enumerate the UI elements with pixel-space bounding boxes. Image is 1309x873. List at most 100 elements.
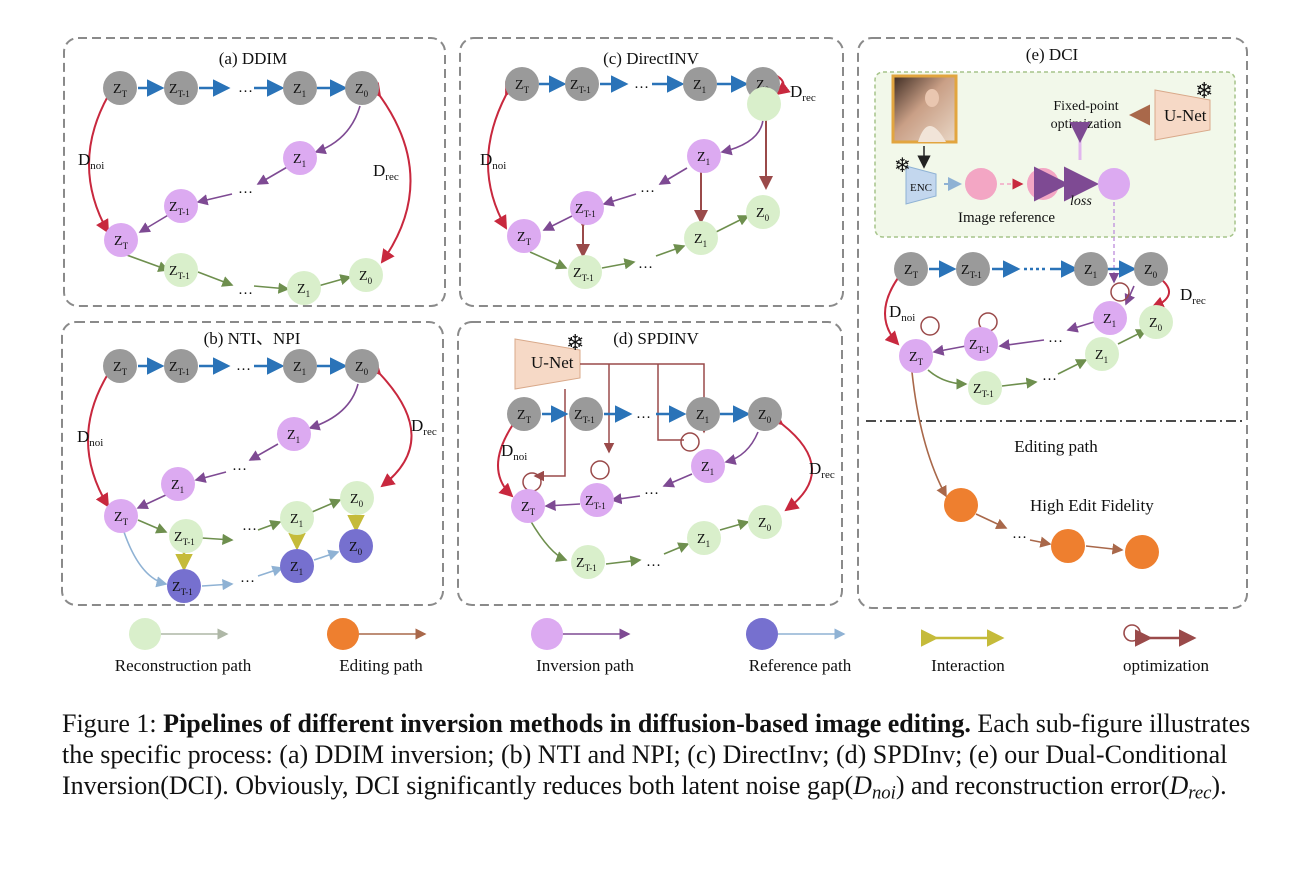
latent-node bbox=[345, 349, 379, 383]
encoder-snowflake-icon: ❄ bbox=[894, 155, 911, 177]
snowflake-icon: ❄ bbox=[566, 330, 584, 355]
panel-a-frame bbox=[63, 37, 446, 307]
svg-text:…: … bbox=[644, 482, 659, 498]
latent-node-label: ZT-1 bbox=[961, 263, 982, 280]
latent-node bbox=[899, 339, 933, 373]
latent-node bbox=[1051, 529, 1085, 563]
legend-label: Inversion path bbox=[536, 656, 634, 675]
latent-node bbox=[687, 521, 721, 555]
latent-node bbox=[1074, 252, 1108, 286]
legend-item: optimization bbox=[1123, 624, 1209, 675]
caption-bold: Pipelines of different inversion methods… bbox=[163, 709, 971, 738]
latent-node-label: Z1 bbox=[293, 152, 306, 169]
latent-node bbox=[104, 223, 138, 257]
svg-text:Drec: Drec bbox=[411, 416, 437, 438]
latent-node-label: Z1 bbox=[297, 282, 310, 299]
latent-node-label: ZT bbox=[113, 360, 128, 377]
unet-block-e bbox=[1154, 89, 1211, 141]
latent-node-label: Z0 bbox=[349, 540, 363, 557]
latent-node-label: ZT bbox=[909, 350, 924, 367]
latent-node-label: ZT-1 bbox=[573, 266, 594, 283]
legend-item: Inversion path bbox=[531, 618, 634, 675]
latent-node bbox=[956, 252, 990, 286]
unet-snowflake-icon: ❄ bbox=[1195, 78, 1213, 103]
latent-node bbox=[505, 67, 539, 101]
legend-label: Reference path bbox=[749, 656, 852, 675]
latent-node bbox=[103, 349, 137, 383]
latent-node-label: ZT bbox=[517, 230, 532, 247]
svg-text:Editing path: Editing path bbox=[1014, 437, 1098, 456]
latent-node bbox=[511, 489, 545, 523]
latent-node-label: Z1 bbox=[693, 78, 706, 95]
latent-node-label: Z1 bbox=[696, 408, 709, 425]
svg-text:loss: loss bbox=[1070, 194, 1092, 209]
latent-node bbox=[104, 499, 138, 533]
panel-d-title: (d) SPDINV bbox=[613, 329, 699, 348]
legend-item: Interaction bbox=[921, 629, 1005, 675]
latent-node bbox=[507, 219, 541, 253]
svg-text:…: … bbox=[636, 406, 651, 422]
legend-item: Reconstruction path bbox=[115, 618, 252, 675]
latent-node-label: Z1 bbox=[694, 232, 707, 249]
latent-node-label: Z1 bbox=[171, 478, 184, 495]
latent-node bbox=[571, 545, 605, 579]
latent-node-label: ZT-1 bbox=[172, 580, 193, 597]
latent-node-label: Z0 bbox=[355, 82, 369, 99]
latent-node-label: Z0 bbox=[758, 408, 772, 425]
latent-node bbox=[164, 189, 198, 223]
latent-node bbox=[746, 195, 780, 229]
latent-node bbox=[691, 449, 725, 483]
latent-node bbox=[345, 71, 379, 105]
latent-node-label: ZT-1 bbox=[169, 82, 190, 99]
svg-text:Drec: Drec bbox=[373, 161, 399, 183]
unet-block-d bbox=[514, 338, 581, 390]
panel-c-frame bbox=[459, 37, 844, 307]
latent-node bbox=[507, 397, 541, 431]
latent-node bbox=[570, 191, 604, 225]
panel-e-frame bbox=[857, 37, 1248, 609]
latent-node bbox=[684, 221, 718, 255]
latent-node-label: ZT-1 bbox=[969, 338, 990, 355]
svg-text:…: … bbox=[634, 76, 649, 92]
latent-node-label: ZT bbox=[521, 500, 536, 517]
svg-text:…: … bbox=[238, 181, 253, 197]
latent-node-label: Z0 bbox=[355, 360, 369, 377]
latent-node-label: Z1 bbox=[293, 82, 306, 99]
pipeline-figure: (a) DDIM (c) DirectINV (b) NTI、NPI (d) S… bbox=[61, 37, 1248, 675]
caption-text-2: ) and reconstruction error( bbox=[895, 771, 1170, 800]
latent-node-label: Z0 bbox=[359, 269, 373, 286]
panel-b: … … … … Dnoi Drec bbox=[77, 357, 437, 591]
svg-text:Image reference: Image reference bbox=[958, 210, 1055, 226]
latent-node-label: Z1 bbox=[697, 150, 710, 167]
latent-node bbox=[1134, 252, 1168, 286]
latent-node bbox=[167, 569, 201, 603]
caption-dnoi-sub: noi bbox=[871, 782, 896, 804]
svg-text:…: … bbox=[238, 282, 253, 298]
latent-node-label: ZT-1 bbox=[576, 556, 597, 573]
latent-node-label: Z1 bbox=[290, 512, 303, 529]
panel-e: ENC ❄ Image reference loss Fixed-point o… bbox=[866, 71, 1246, 555]
latent-node-label: ZT bbox=[515, 78, 530, 95]
latent-node bbox=[964, 327, 998, 361]
latent-node bbox=[283, 141, 317, 175]
latent-node-label: Z1 bbox=[290, 560, 303, 577]
panel-b-title: (b) NTI、NPI bbox=[204, 329, 301, 348]
latent-node bbox=[283, 71, 317, 105]
latent-node bbox=[340, 481, 374, 515]
latent-node bbox=[686, 397, 720, 431]
latent-node bbox=[164, 349, 198, 383]
latent-node bbox=[968, 371, 1002, 405]
panel-c: … Drec … … Dnoi bbox=[480, 75, 816, 272]
legend-label: optimization bbox=[1123, 656, 1209, 675]
latent-node-label: ZT-1 bbox=[585, 494, 606, 511]
latent-node bbox=[748, 397, 782, 431]
latent-node bbox=[565, 67, 599, 101]
latent-node-label: ZT bbox=[114, 234, 129, 251]
latent-node-label: ZT-1 bbox=[574, 408, 595, 425]
latent-node bbox=[287, 271, 321, 305]
svg-text:High Edit Fidelity: High Edit Fidelity bbox=[1030, 496, 1154, 515]
